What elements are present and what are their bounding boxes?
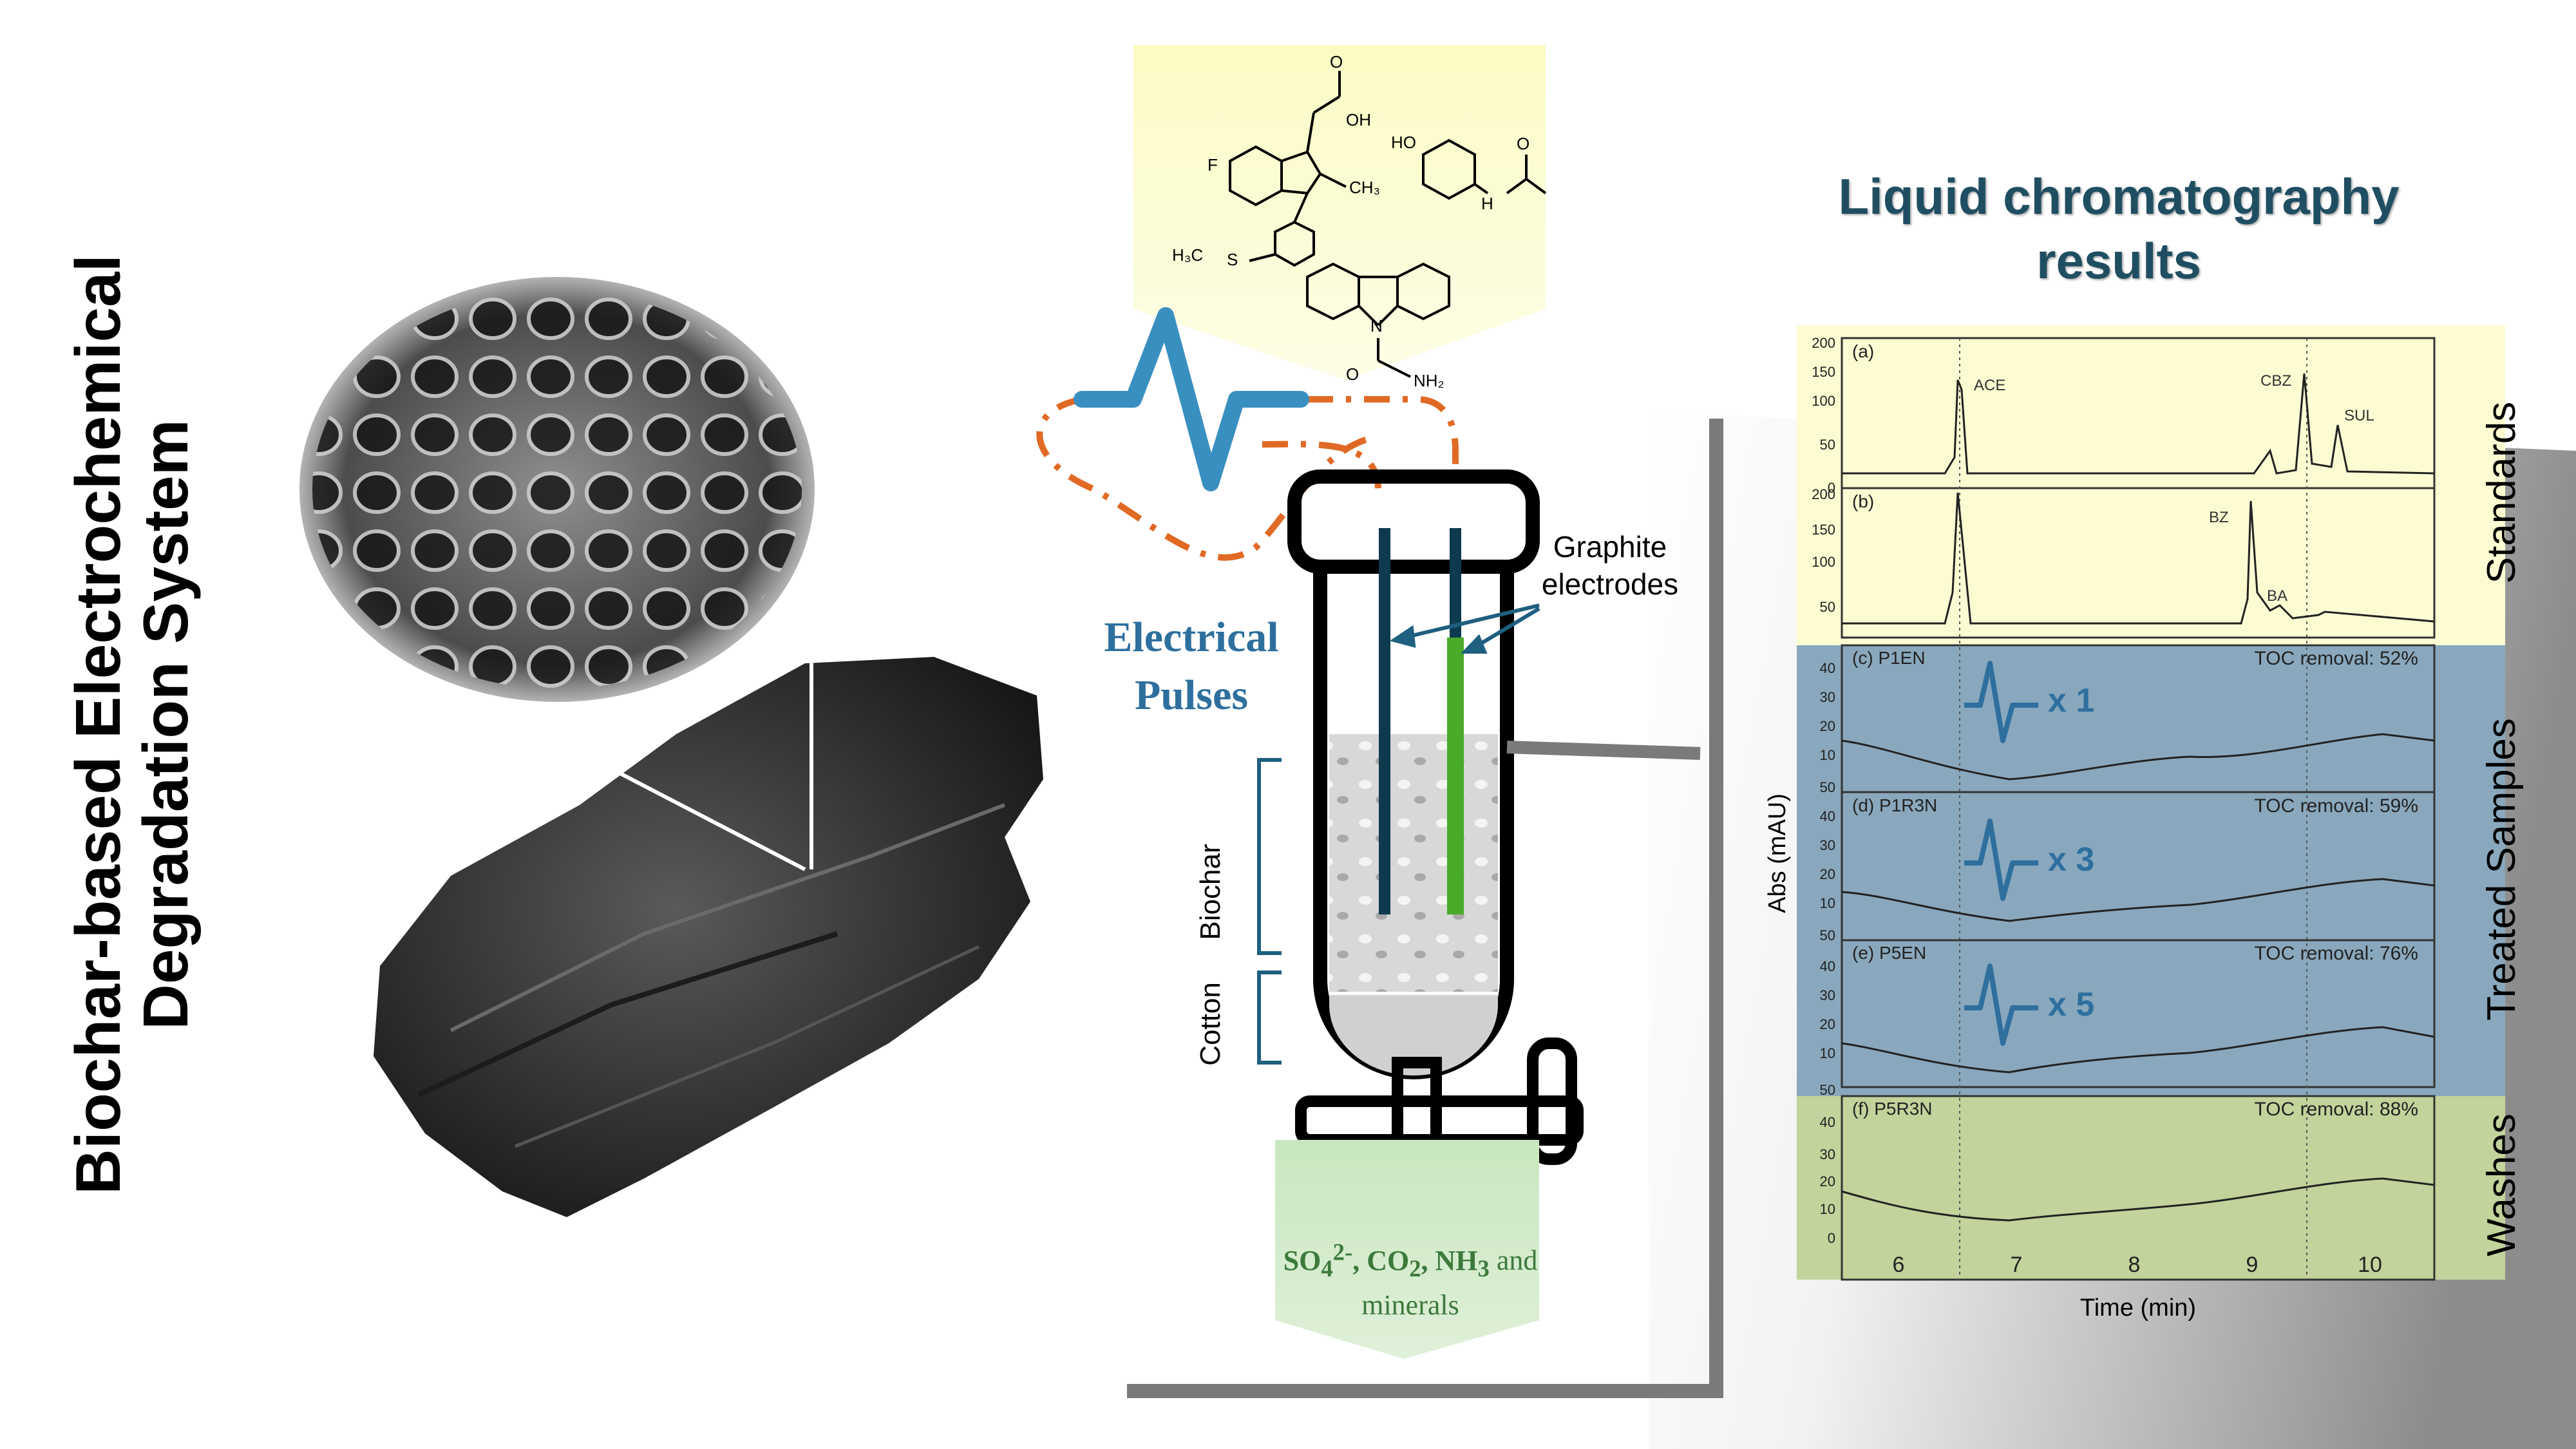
standards-label: Standards [2479, 401, 2524, 584]
panel-f-tag: (f) P5R3N [1852, 1099, 1933, 1119]
y-tick: 30 [1819, 987, 1835, 1003]
main-title-line1: Biochar-based Electrochemical [62, 254, 133, 1195]
y-tick: 50 [1819, 927, 1835, 943]
degradation-products-label: SO42-, CO2, NH3 and minerals [1283, 1238, 1538, 1321]
svg-text:O: O [1517, 134, 1530, 153]
y-axis-label: Abs (mAU) [1764, 793, 1791, 913]
sample-id: P1EN [1878, 648, 1926, 668]
pulse-multiplier: x 5 [2048, 986, 2095, 1023]
x-tick: 7 [2010, 1253, 2023, 1277]
sample-id: P5EN [1879, 943, 1927, 963]
y-tick: 40 [1819, 958, 1835, 974]
y-tick: 20 [1819, 1173, 1835, 1189]
reactor-column [1287, 469, 1584, 1204]
svg-text:OH: OH [1346, 110, 1371, 129]
x-tick: 6 [1892, 1253, 1905, 1277]
svg-text:NH₂: NH₂ [1414, 371, 1444, 390]
electrical-pulses-label: Electrical Pulses [1104, 614, 1279, 719]
x-tick: 9 [2246, 1253, 2259, 1277]
y-tick: 50 [1819, 1082, 1835, 1098]
toc-removal: TOC removal: 59% [2254, 795, 2418, 817]
svg-text:O: O [1330, 52, 1343, 71]
main-title-line2: Degradation System [130, 419, 201, 1030]
peak-label: ACE [1974, 377, 2006, 394]
panel-e-tag: (e) P5EN [1852, 943, 1927, 963]
x-tick: 10 [2358, 1253, 2382, 1277]
y-tick: 150 [1812, 364, 1835, 380]
sample-id: P1R3N [1879, 795, 1938, 815]
main-title: Biochar-based Electrochemical Degradatio… [62, 145, 201, 1304]
x-axis-label: Time (min) [2079, 1294, 2197, 1321]
y-tick: 20 [1819, 866, 1835, 882]
x-tick: 8 [2128, 1253, 2141, 1277]
y-tick: 20 [1819, 1016, 1835, 1032]
y-tick: 100 [1812, 554, 1835, 570]
svg-text:S: S [1227, 250, 1238, 269]
y-tick: 10 [1819, 747, 1835, 763]
panel-c-tag: (c) P1EN [1852, 648, 1926, 668]
toc-removal: TOC removal: 76% [2254, 943, 2418, 964]
cotton-plug [1329, 995, 1498, 1075]
pulse-icons [1964, 661, 2038, 1046]
pulse-waveform-icon [1074, 307, 1309, 491]
y-tick: 150 [1812, 522, 1835, 538]
y-tick: 10 [1819, 1201, 1835, 1217]
molecule-atom-labels: OH O CH₃ F HO H O H₃C S N O NH₂ [1172, 52, 1530, 390]
panel-d-tag: (d) P1R3N [1852, 795, 1938, 815]
treated-samples-label: Treated Samples [2479, 718, 2524, 1021]
svg-text:F: F [1208, 155, 1218, 175]
molecule-structures [1229, 71, 1547, 378]
y-tick: 30 [1819, 837, 1835, 853]
washes-label: Washes [2479, 1113, 2524, 1256]
y-tick: 100 [1812, 393, 1835, 409]
y-tick: 10 [1819, 895, 1835, 911]
biochar-bed [1329, 734, 1498, 992]
y-tick: 0 [1827, 1230, 1835, 1246]
graphite-electrodes-label: Graphite electrodes [1541, 530, 1679, 601]
y-tick: 0 [1827, 480, 1835, 496]
svg-text:H: H [1481, 194, 1493, 213]
y-tick: 40 [1819, 1114, 1835, 1130]
y-tick: 40 [1819, 808, 1835, 824]
pollutants-background [1133, 45, 1546, 380]
stand-frame [1127, 419, 1723, 1398]
y-tick: 50 [1819, 437, 1835, 453]
panel-b-tag: (b) [1852, 491, 1875, 511]
cotton-label: Cotton [1195, 982, 1226, 1066]
sample-id: P5R3N [1874, 1099, 1933, 1119]
svg-text:N: N [1370, 316, 1383, 336]
svg-text:H₃C: H₃C [1172, 245, 1203, 265]
toc-removal: TOC removal: 88% [2254, 1099, 2418, 1120]
treated-band [1797, 645, 2505, 1096]
svg-text:HO: HO [1391, 133, 1416, 152]
biochar-label: Biochar [1195, 844, 1226, 940]
y-tick: 30 [1819, 689, 1835, 705]
standards-band [1797, 325, 2505, 645]
panel-a-tag: (a) [1852, 341, 1875, 361]
y-tick: 200 [1812, 335, 1835, 351]
products-background [1275, 1140, 1539, 1359]
y-tick: 40 [1819, 660, 1835, 676]
y-tick: 20 [1819, 718, 1835, 734]
y-tick: 10 [1819, 1045, 1835, 1061]
y-tick: 30 [1819, 1146, 1835, 1162]
toc-removal: TOC removal: 52% [2254, 648, 2418, 669]
peak-label: BA [2267, 587, 2288, 605]
svg-text:O: O [1346, 365, 1359, 384]
y-tick: 50 [1819, 779, 1835, 795]
peak-label: BZ [2209, 509, 2229, 526]
svg-text:CH₃: CH₃ [1349, 178, 1380, 197]
pulse-multiplier: x 3 [2048, 841, 2095, 878]
y-tick: 200 [1812, 486, 1835, 502]
pulse-multiplier: x 1 [2048, 682, 2095, 719]
y-tick: 50 [1819, 599, 1835, 615]
peak-label: SUL [2344, 407, 2374, 424]
washes-band [1797, 1096, 2505, 1280]
lc-title: Liquid chromatography results [1838, 168, 2400, 289]
biochar-rock [374, 657, 1043, 1217]
peak-label: CBZ [2260, 372, 2291, 390]
